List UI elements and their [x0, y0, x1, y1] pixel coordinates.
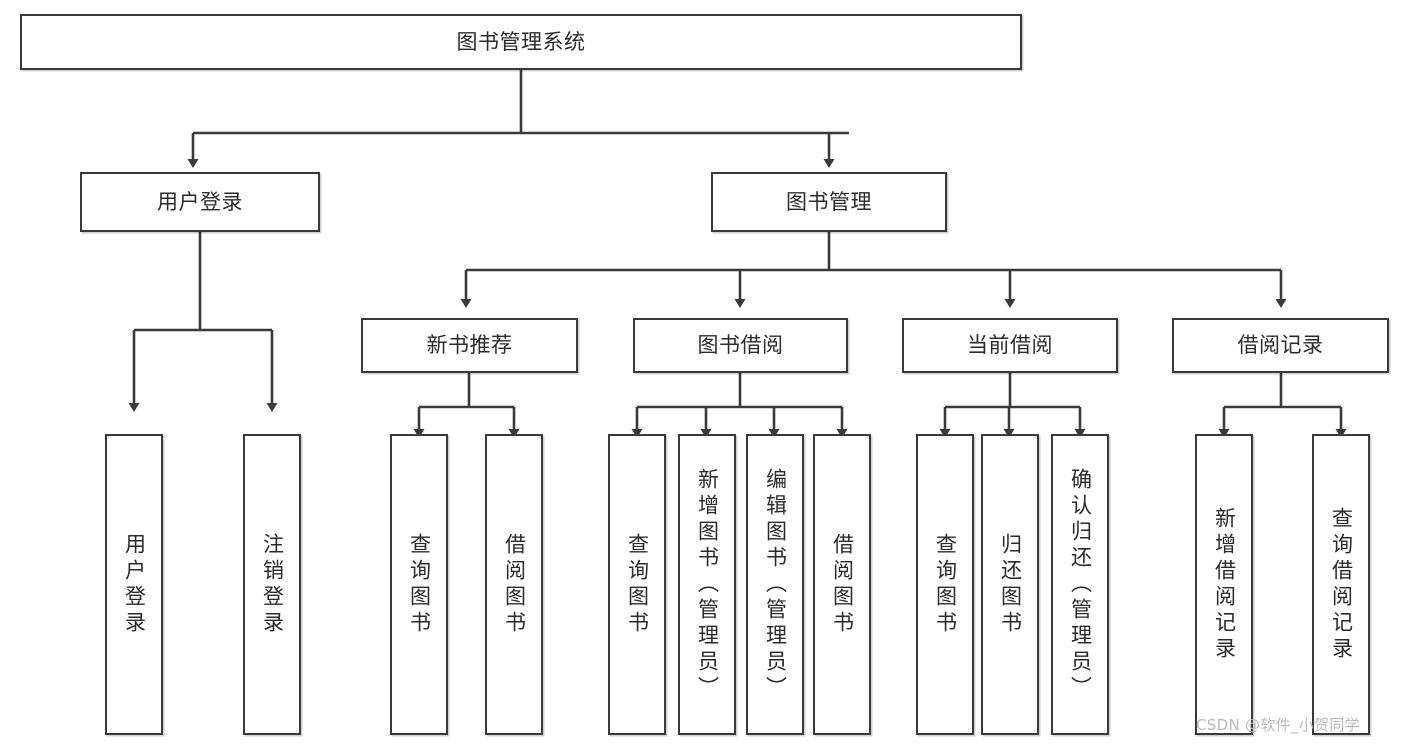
node-root-system[interactable]: 图书管理系统 [20, 14, 1022, 70]
node-label: 图书管理 [786, 189, 872, 214]
node-label: 新增图书（管理员） [695, 467, 720, 702]
node-leaf-query-record[interactable]: 查询借阅记录 [1312, 434, 1370, 735]
node-leaf-borrow-book-1[interactable]: 借阅图书 [485, 434, 543, 735]
node-leaf-edit-book[interactable]: 编辑图书（管理员） [746, 434, 804, 735]
watermark-text: CSDN @软件_小贺同学 [1196, 716, 1360, 734]
node-label: 查询借阅记录 [1329, 506, 1354, 663]
node-leaf-user-login[interactable]: 用户登录 [105, 434, 163, 735]
node-label: 图书借阅 [697, 333, 784, 358]
node-label: 归还图书 [998, 532, 1023, 637]
node-leaf-query-book-3[interactable]: 查询图书 [916, 434, 974, 735]
node-label: 新增借阅记录 [1212, 506, 1237, 663]
node-label: 查询图书 [933, 532, 958, 637]
node-leaf-confirm-return[interactable]: 确认归还（管理员） [1051, 434, 1109, 735]
node-label: 用户登录 [157, 189, 243, 214]
node-borrow-record[interactable]: 借阅记录 [1172, 318, 1389, 373]
node-label: 借阅记录 [1237, 333, 1324, 358]
node-label: 借阅图书 [830, 532, 855, 637]
node-label: 查询图书 [625, 532, 650, 637]
node-leaf-logout[interactable]: 注销登录 [243, 434, 301, 735]
node-leaf-query-book-2[interactable]: 查询图书 [608, 434, 666, 735]
node-book-manage[interactable]: 图书管理 [711, 172, 947, 232]
node-label: 图书管理系统 [456, 29, 586, 54]
node-label: 借阅图书 [502, 532, 527, 637]
node-leaf-borrow-book-2[interactable]: 借阅图书 [813, 434, 871, 735]
node-user-login[interactable]: 用户登录 [80, 172, 320, 232]
node-label: 注销登录 [260, 532, 285, 637]
node-leaf-return-book[interactable]: 归还图书 [981, 434, 1039, 735]
node-label: 新书推荐 [426, 333, 513, 358]
node-label: 编辑图书（管理员） [763, 467, 788, 702]
node-leaf-add-book[interactable]: 新增图书（管理员） [678, 434, 736, 735]
node-label: 确认归还（管理员） [1068, 467, 1093, 702]
node-current-borrow[interactable]: 当前借阅 [902, 318, 1118, 373]
node-book-borrow[interactable]: 图书借阅 [633, 318, 848, 373]
node-leaf-add-record[interactable]: 新增借阅记录 [1195, 434, 1253, 735]
node-label: 用户登录 [122, 532, 147, 637]
node-leaf-query-book-1[interactable]: 查询图书 [390, 434, 448, 735]
node-label: 当前借阅 [967, 333, 1053, 358]
node-new-book-recommend[interactable]: 新书推荐 [361, 318, 578, 373]
node-label: 查询图书 [407, 532, 432, 637]
